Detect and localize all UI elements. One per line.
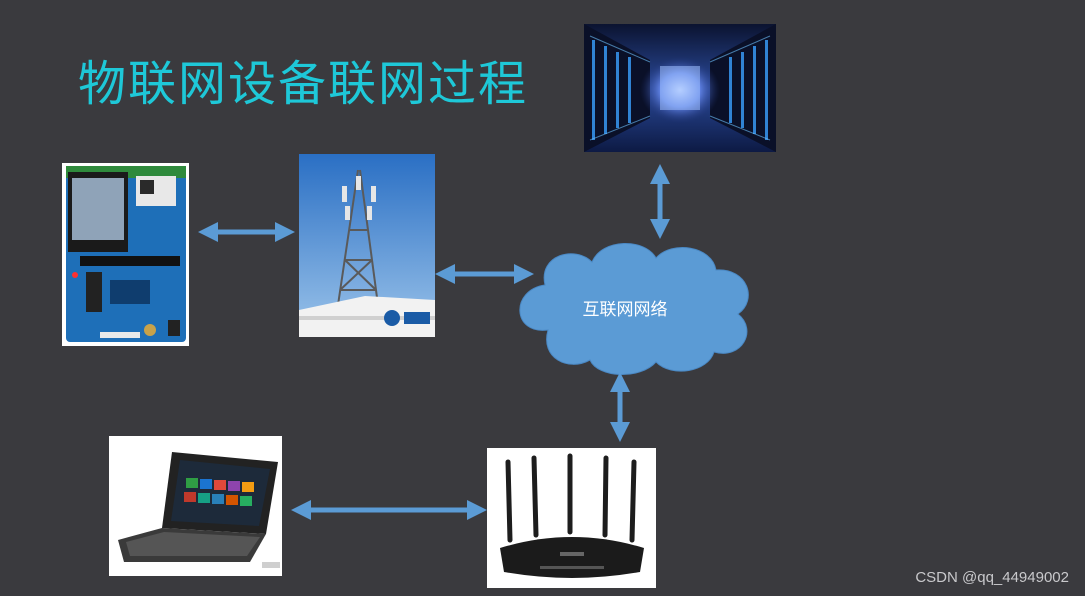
tablet-image [109, 436, 282, 576]
diagram-title: 物联网设备联网过程 [78, 56, 529, 112]
cloud-label: 互联网网络 [582, 300, 668, 320]
wifi-router-image [487, 448, 656, 588]
data-center-image [584, 24, 776, 152]
cell-tower-image [299, 154, 435, 337]
arrows [198, 164, 670, 520]
watermark: CSDN @qq_44949002 [915, 569, 1069, 586]
iot-dev-board-image [62, 163, 189, 346]
